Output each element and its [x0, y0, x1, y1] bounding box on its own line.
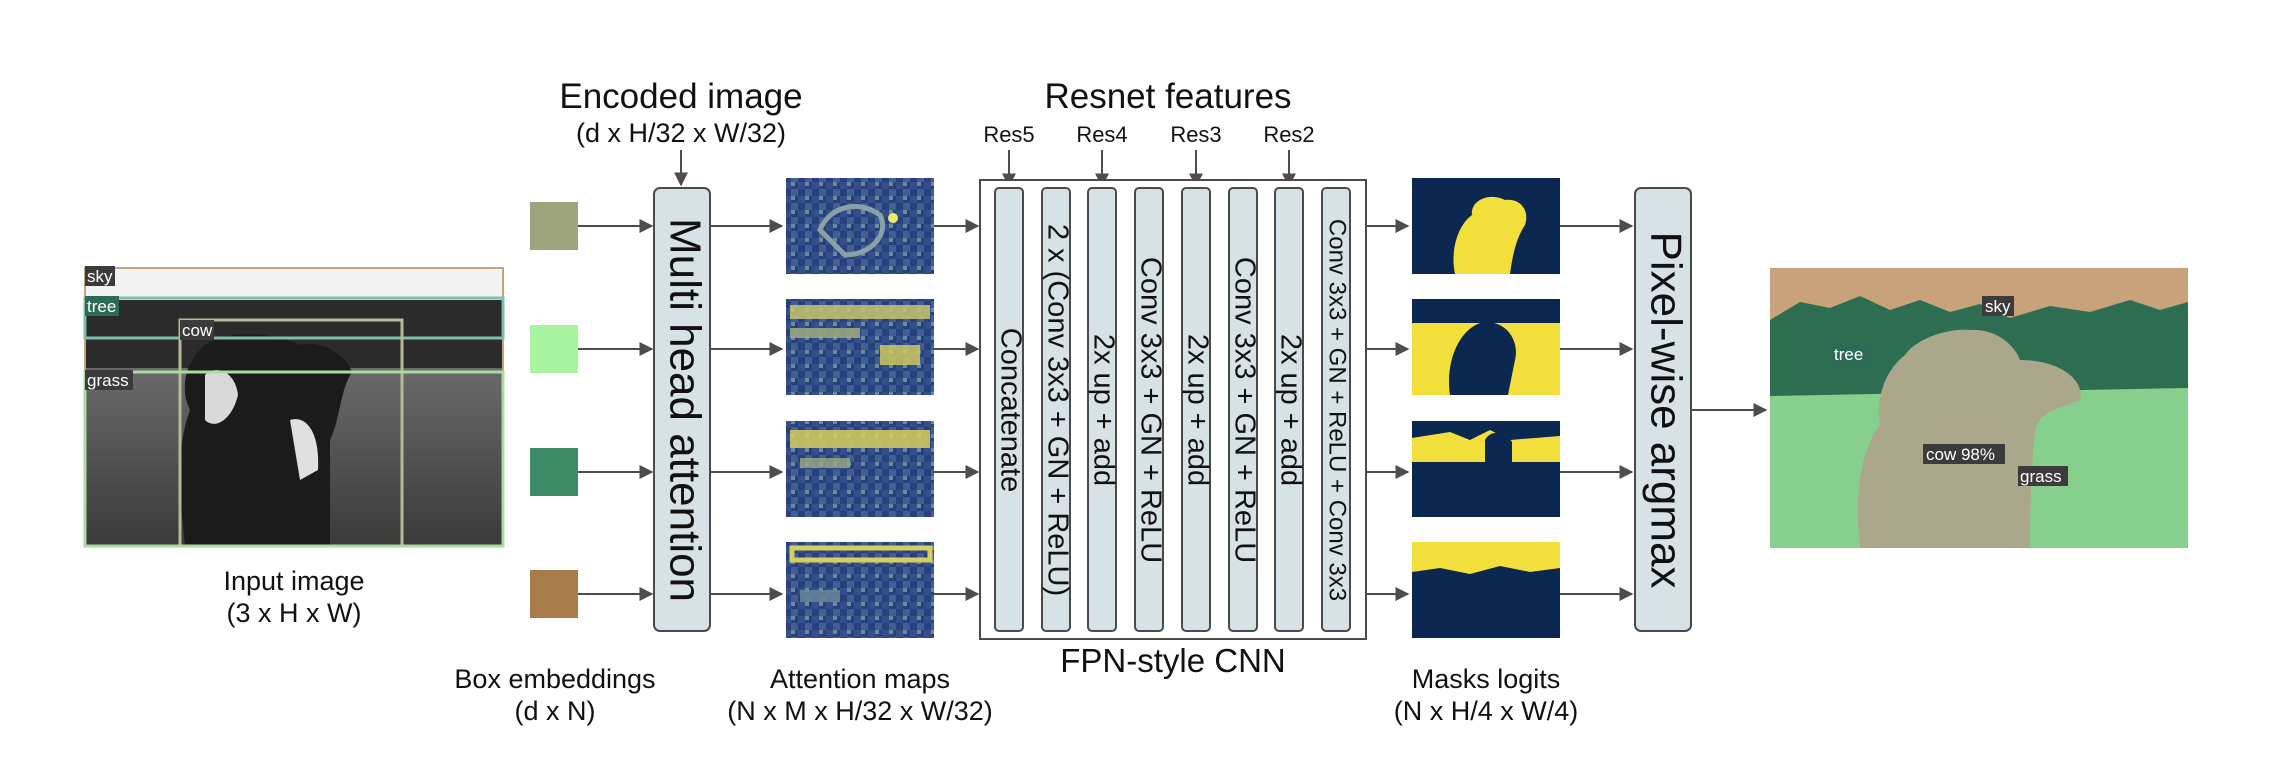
tag-bg-grass	[85, 370, 133, 390]
out-tag-sky: sky	[1985, 297, 2011, 316]
pixel-wise-argmax-label: Pixel-wise argmax	[1641, 232, 1690, 589]
attention-maps-shape: (N x M x H/32 x W/32)	[727, 696, 993, 726]
masks-logits-shape: (N x H/4 x W/4)	[1394, 696, 1579, 726]
fpn-column-7	[1274, 187, 1304, 632]
tag-bg-tree	[85, 296, 119, 316]
cow-mask	[1857, 329, 2081, 548]
fpn-column-3-label: 2x up + add	[1087, 334, 1119, 486]
attention-map-1	[786, 178, 934, 274]
attention-map-3	[786, 421, 934, 517]
out-tag-grass: grass	[2020, 467, 2062, 486]
fpn-column-1	[994, 187, 1024, 632]
tag-bg-sky-out	[1982, 296, 2014, 316]
box-embedding-4	[530, 570, 578, 618]
mask-logit-3	[1412, 421, 1560, 517]
input-image-shape: (3 x H x W)	[227, 598, 362, 628]
fpn-column-8-label: Conv 3x3 + GN + ReLU + Conv 3x3	[1324, 219, 1351, 601]
fpn-column-3	[1087, 187, 1117, 632]
box-embedding-2	[530, 325, 578, 373]
tap-res5: Res5	[983, 122, 1034, 147]
fpn-column-1-label: Concatenate	[994, 328, 1026, 492]
resnet-features-title: Resnet features	[1044, 77, 1291, 116]
out-tag-tree: tree	[1834, 345, 1863, 364]
fpn-column-8	[1321, 187, 1351, 632]
masks-logits-label: Masks logits	[1412, 664, 1561, 694]
tag-bg-tree-out	[1832, 344, 1868, 364]
attention-map-4	[786, 542, 934, 638]
tag-bg-grass-out	[2018, 466, 2068, 486]
input-image: sky tree cow grass	[83, 266, 505, 548]
tap-res2: Res2	[1263, 122, 1314, 147]
output-segmentation: sky tree cow 98% grass	[1770, 268, 2188, 548]
fpn-column-6	[1228, 187, 1258, 632]
tap-res4: Res4	[1076, 122, 1127, 147]
tag-sky: sky	[87, 267, 113, 286]
tag-grass: grass	[87, 371, 129, 390]
fpn-column-2-label: 2 x (Conv 3x3 + GN + ReLU)	[1041, 224, 1073, 596]
encoded-image-title: Encoded image	[559, 77, 802, 116]
tag-bg-sky	[85, 266, 115, 286]
tag-bg-cow	[180, 320, 214, 340]
fpn-container	[979, 179, 1367, 640]
tag-bg-cow-out	[1923, 444, 2005, 464]
mask-logit-2	[1412, 299, 1560, 395]
fpn-column-5-label: 2x up + add	[1181, 334, 1213, 486]
fpn-column-7-label: 2x up + add	[1274, 334, 1306, 486]
input-image-label: Input image	[223, 566, 364, 596]
tag-cow: cow	[182, 321, 213, 340]
mask-logit-4	[1412, 542, 1560, 638]
encoded-image-shape: (d x H/32 x W/32)	[576, 118, 786, 148]
multi-head-attention-block	[653, 187, 711, 632]
box-embeddings-shape: (d x N)	[515, 696, 596, 726]
attention-map-2	[786, 299, 934, 395]
tap-res3: Res3	[1170, 122, 1221, 147]
mask-logit-1	[1412, 178, 1560, 274]
out-tag-cow: cow 98%	[1926, 445, 1995, 464]
fpn-column-5	[1181, 187, 1211, 632]
box-embedding-3	[530, 448, 578, 496]
fpn-column-6-label: Conv 3x3 + GN + ReLU	[1228, 257, 1260, 563]
tag-tree: tree	[87, 297, 116, 316]
box-embeddings-label: Box embeddings	[454, 664, 655, 694]
box-embedding-1	[530, 202, 578, 250]
attention-maps-label: Attention maps	[770, 664, 950, 694]
fpn-column-4	[1134, 187, 1164, 632]
cow-silhouette	[180, 334, 352, 546]
fpn-column-4-label: Conv 3x3 + GN + ReLU	[1134, 257, 1166, 563]
fpn-style-cnn-label: FPN-style CNN	[1060, 642, 1286, 679]
multi-head-attention-label: Multi head attention	[660, 218, 709, 602]
fpn-column-2	[1041, 187, 1071, 632]
